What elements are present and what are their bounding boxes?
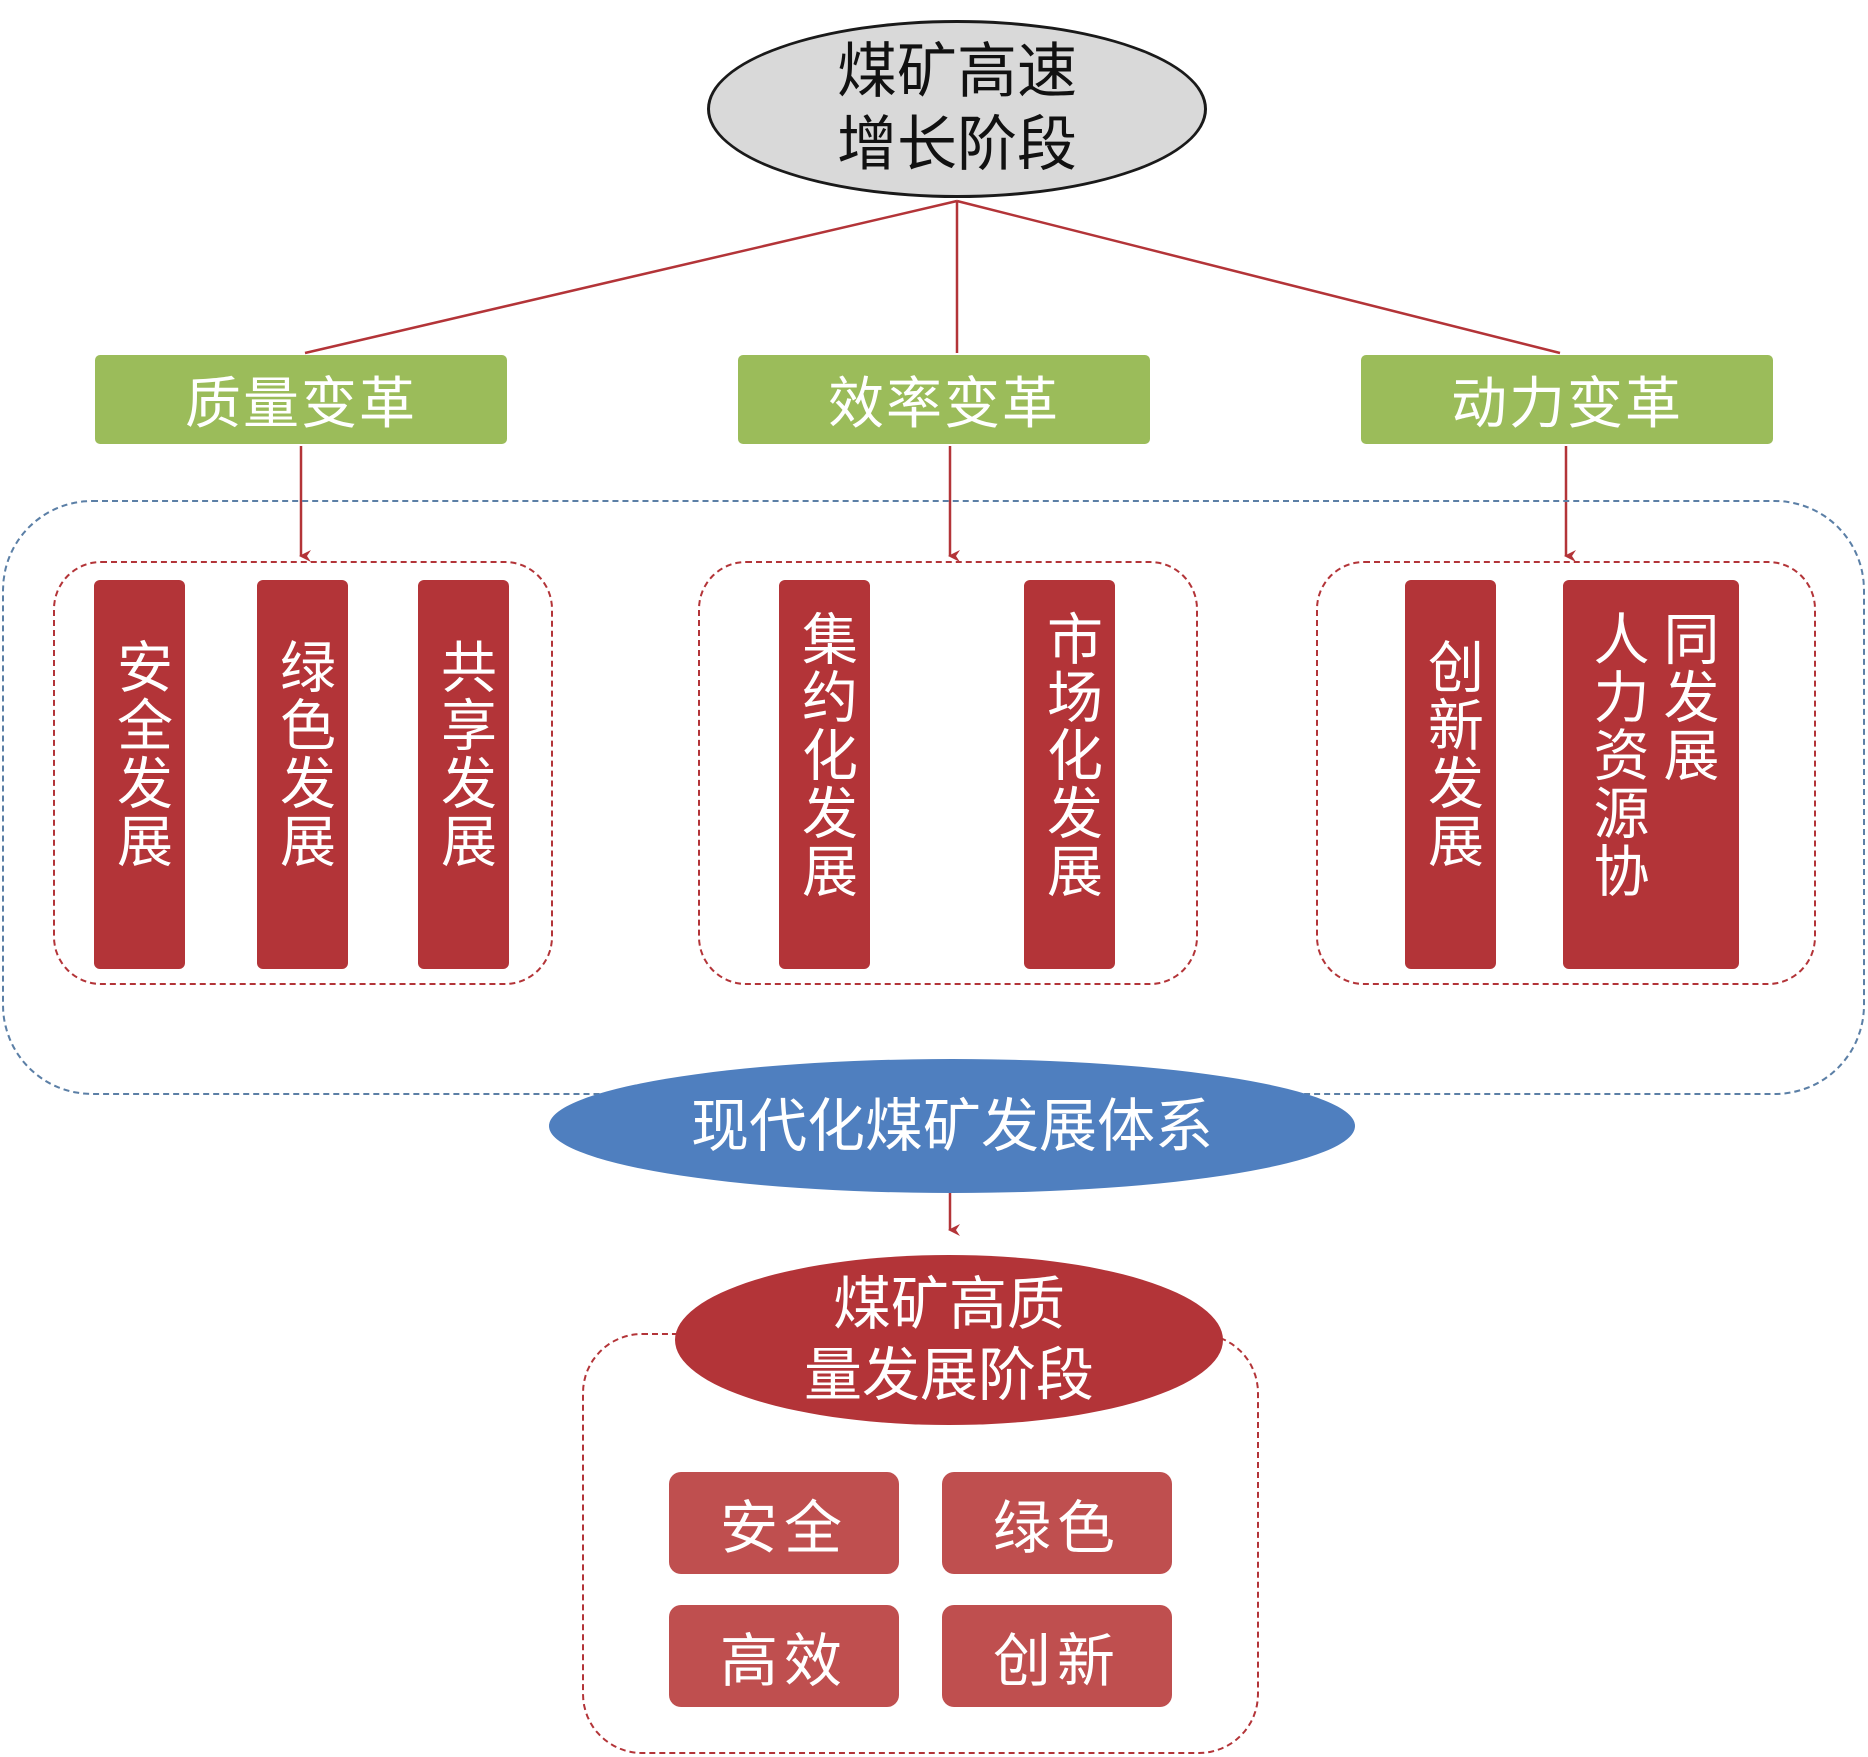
- market-development-box: 市场化发展: [1024, 580, 1115, 969]
- intensive-development-box: 集约化发展: [779, 580, 870, 969]
- efficiency-group-boundary: [698, 561, 1198, 985]
- green-development-label: 绿色发展: [270, 638, 336, 870]
- feature-safety: 安全: [669, 1472, 899, 1574]
- connector-top-to-quality: [304, 199, 958, 355]
- feature-efficient: 高效: [669, 1605, 899, 1707]
- system-label: 现代化煤矿发展体系: [690, 1091, 1213, 1160]
- quality-group-boundary: [53, 561, 553, 985]
- target-stage-line1: 煤矿高质: [832, 1270, 1065, 1339]
- safety-development-box: 安全发展: [94, 580, 185, 969]
- top-stage-line2: 增长阶段: [837, 110, 1077, 180]
- power-group-boundary: [1316, 561, 1816, 985]
- top-stage-line1: 煤矿高速: [837, 36, 1077, 107]
- hr-coordinated-development-col1: 人力资源协: [1584, 610, 1649, 900]
- innovation-development-box: 创新发展: [1405, 580, 1496, 969]
- safety-development-label: 安全发展: [107, 638, 173, 870]
- hr-coordinated-development-box: 人力资源协 同发展: [1563, 580, 1739, 969]
- modern-coal-mine-system-node: 现代化煤矿发展体系: [549, 1059, 1355, 1193]
- target-stage-line2: 量发展阶段: [803, 1341, 1094, 1409]
- feature-green: 绿色: [942, 1472, 1172, 1574]
- shared-development-label: 共享发展: [431, 638, 497, 870]
- shared-development-box: 共享发展: [418, 580, 509, 969]
- quality-reform-node: 质量变革: [95, 355, 507, 444]
- green-development-box: 绿色发展: [257, 580, 348, 969]
- intensive-development-label: 集约化发展: [792, 610, 858, 900]
- feature-innovation: 创新: [942, 1605, 1172, 1707]
- market-development-label: 市场化发展: [1037, 610, 1103, 900]
- efficiency-reform-node: 效率变革: [738, 355, 1150, 444]
- hr-coordinated-development-col2: 同发展: [1654, 610, 1719, 784]
- power-reform-node: 动力变革: [1361, 355, 1773, 444]
- innovation-development-label: 创新发展: [1418, 638, 1484, 870]
- high-quality-development-stage-node: 煤矿高质 量发展阶段: [675, 1255, 1223, 1425]
- high-speed-growth-stage-node: 煤矿高速 增长阶段: [707, 20, 1207, 198]
- connector-top-to-power: [956, 199, 1561, 355]
